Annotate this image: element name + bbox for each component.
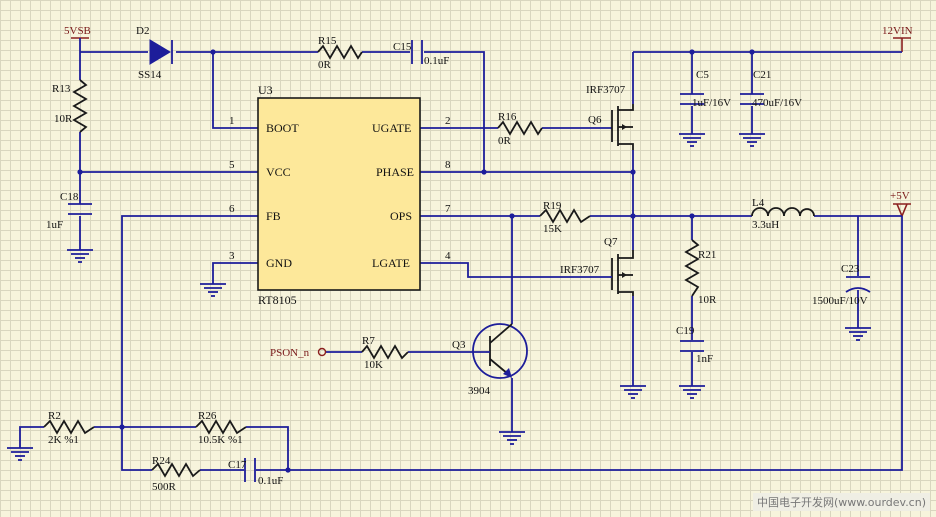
mosfet-q7: Q7 IRF3707 [560,236,634,296]
r16-ref: R16 [498,111,517,123]
pin-ugate-name: UGATE [372,121,411,135]
ic-u3-part: RT8105 [258,293,297,307]
l4-value: 3.3uH [752,219,779,231]
pin-phase-num: 8 [445,159,451,171]
ground-symbols [6,125,872,461]
resistor-r26: R26 10.5K %1 [195,410,247,446]
resistor-r21: R21 10R [684,239,717,306]
pin-ops-name: OPS [390,209,412,223]
bjt-q3: Q3 3904 [452,323,528,397]
ic-u3-ref: U3 [258,83,273,97]
c18-value: 1uF [46,219,63,231]
pin-gnd-name: GND [266,256,292,270]
capacitor-c18: C18 1uF [46,191,92,231]
r15-value: 0R [318,59,332,71]
r2-value: 2K %1 [48,434,79,446]
c18-ref: C18 [60,191,79,203]
watermark: 中国电子开发网(www.ourdev.cn) [752,493,930,511]
net-pson: PSON_n [270,347,327,359]
net-12vin-label: 12VIN [882,25,913,37]
net-5vsb: 5VSB [64,25,91,52]
pin-vcc-name: VCC [266,165,291,179]
net-plus5v-label: +5V [890,190,910,202]
c15-ref: C15 [393,41,412,53]
pin-fb-num: 6 [229,203,235,215]
resistor-r7: R7 10K [361,335,409,371]
net-12vin: 12VIN [882,25,913,52]
r7-ref: R7 [362,335,375,347]
r24-ref: R24 [152,455,171,467]
r26-ref: R26 [198,410,217,422]
q6-value: IRF3707 [586,84,626,96]
r2-ref: R2 [48,410,61,422]
r21-value: 10R [698,294,717,306]
r19-value: 15K [543,223,562,235]
d2-ref: D2 [136,25,149,37]
resistor-r15: R15 0R [317,35,363,71]
r15-ref: R15 [318,35,337,47]
c15-value: 0.1uF [424,55,449,67]
pin-gnd-num: 3 [229,250,235,262]
mosfet-q6: IRF3707 Q6 [586,84,634,150]
c21-value: 470uF/16V [752,97,802,109]
c23-ref: C23 [841,263,860,275]
c19-value: 1nF [696,353,713,365]
capacitor-c5: C5 1uF/16V [680,69,731,109]
q3-ref: Q3 [452,339,466,351]
pin-ugate-num: 2 [445,115,451,127]
net-pson-label: PSON_n [270,347,310,359]
r7-value: 10K [364,359,383,371]
pin-lgate-name: LGATE [372,256,410,270]
r19-ref: R19 [543,200,562,212]
c5-ref: C5 [696,69,709,81]
pin-phase-name: PHASE [376,165,414,179]
pin-vcc-num: 5 [229,159,235,171]
resistor-r13: R13 10R [52,79,88,133]
inductor-l4: L4 3.3uH [751,197,815,231]
l4-ref: L4 [752,197,765,209]
c17-value: 0.1uF [258,475,283,487]
pin-fb-name: FB [266,209,281,223]
capacitor-c23: C23 1500uF/10V [812,263,871,307]
resistor-r24: R24 500R [151,455,201,493]
resistor-r19: R19 15K [539,200,591,235]
net-5vsb-label: 5VSB [64,25,91,37]
q6-ref: Q6 [588,114,602,126]
resistor-r2: R2 2K %1 [43,410,95,446]
r16-value: 0R [498,135,512,147]
diode-d2: D2 SS14 [136,25,173,81]
c21-ref: C21 [753,69,771,81]
resistor-r16: R16 0R [497,111,543,147]
c5-value: 1uF/16V [692,97,731,109]
r24-value: 500R [152,481,177,493]
capacitor-c17: C17 0.1uF [228,458,283,487]
c23-value: 1500uF/10V [812,295,868,307]
r26-value: 10.5K %1 [198,434,243,446]
pin-boot-num: 1 [229,115,235,127]
d2-value: SS14 [138,69,162,81]
q3-value: 3904 [468,385,491,397]
capacitor-c19: C19 1nF [676,325,713,365]
q7-value: IRF3707 [560,264,600,276]
pin-boot-name: BOOT [266,121,299,135]
pin-lgate-num: 4 [445,250,451,262]
capacitor-c21: C21 470uF/16V [740,69,802,109]
c19-ref: C19 [676,325,695,337]
r21-ref: R21 [698,249,716,261]
capacitor-c15: C15 0.1uF [393,40,449,67]
r13-value: 10R [54,113,73,125]
net-plus5v: +5V [890,190,911,217]
ic-u3: U3 RT8105 BOOT VCC FB GND UGATE PHASE OP… [229,83,451,307]
junctions [77,49,755,473]
q7-ref: Q7 [604,236,618,248]
wires [19,51,903,471]
c17-ref: C17 [228,459,247,471]
pin-ops-num: 7 [445,203,451,215]
r13-ref: R13 [52,83,71,95]
